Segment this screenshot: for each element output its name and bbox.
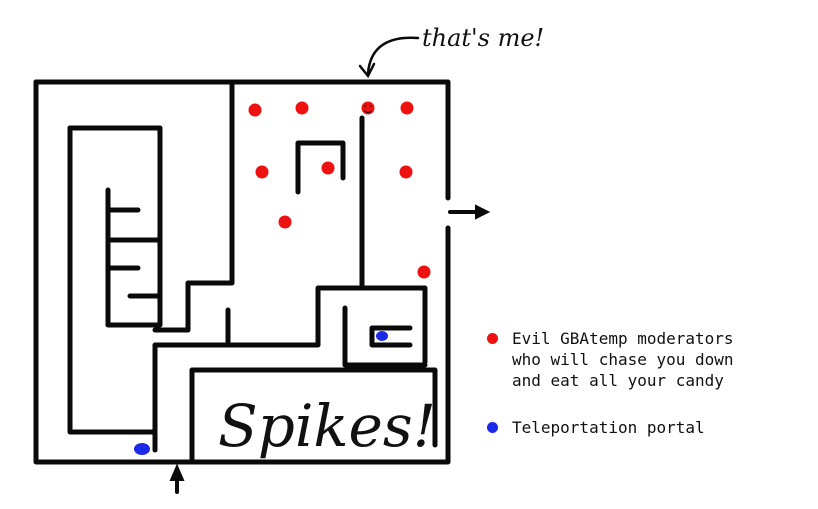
teleport-portal-bottom xyxy=(134,443,150,455)
maze-walls xyxy=(33,79,451,465)
moderator-token xyxy=(278,215,292,229)
moderator-group xyxy=(248,101,431,279)
player-face-icon xyxy=(363,105,373,113)
right-arrow-icon xyxy=(448,204,491,220)
portal-spiral-outer xyxy=(342,305,428,368)
left-inner-wall xyxy=(67,125,163,328)
teleport-portal-spiral xyxy=(376,331,388,341)
spikes-box-wall xyxy=(189,367,438,465)
moderator-token xyxy=(295,101,309,115)
moderator-token xyxy=(399,165,413,179)
legend-moderators-text: Evil GBAtemp moderators who will chase y… xyxy=(512,329,734,390)
red-dot-icon xyxy=(487,333,498,344)
outer-wall-top xyxy=(33,79,451,201)
up-arrow-icon xyxy=(169,463,185,494)
self-annotation: that's me! xyxy=(422,24,544,52)
comb-teeth xyxy=(105,207,163,299)
moderator-token xyxy=(417,265,431,279)
legend-item-moderators: Evil GBAtemp moderators who will chase y… xyxy=(484,328,734,391)
blue-dot-icon xyxy=(487,422,498,433)
legend-portal-text: Teleportation portal xyxy=(512,418,705,437)
middle-divider-wall xyxy=(152,79,235,333)
room-spiral-wall xyxy=(295,140,346,195)
moderator-token xyxy=(321,161,335,175)
moderator-token xyxy=(255,165,269,179)
outer-wall xyxy=(33,79,451,465)
left-spiral-wall xyxy=(67,125,158,435)
moderator-token xyxy=(248,103,262,117)
spikes-label: Spikes! xyxy=(218,392,436,460)
legend: Evil GBAtemp moderators who will chase y… xyxy=(484,328,734,438)
legend-item-portal: Teleportation portal xyxy=(484,417,734,438)
lower-corridor-wall xyxy=(152,285,428,453)
portal-spiral-inner xyxy=(369,325,413,348)
moderator-token xyxy=(400,101,414,115)
curved-arrow-icon xyxy=(358,36,420,79)
